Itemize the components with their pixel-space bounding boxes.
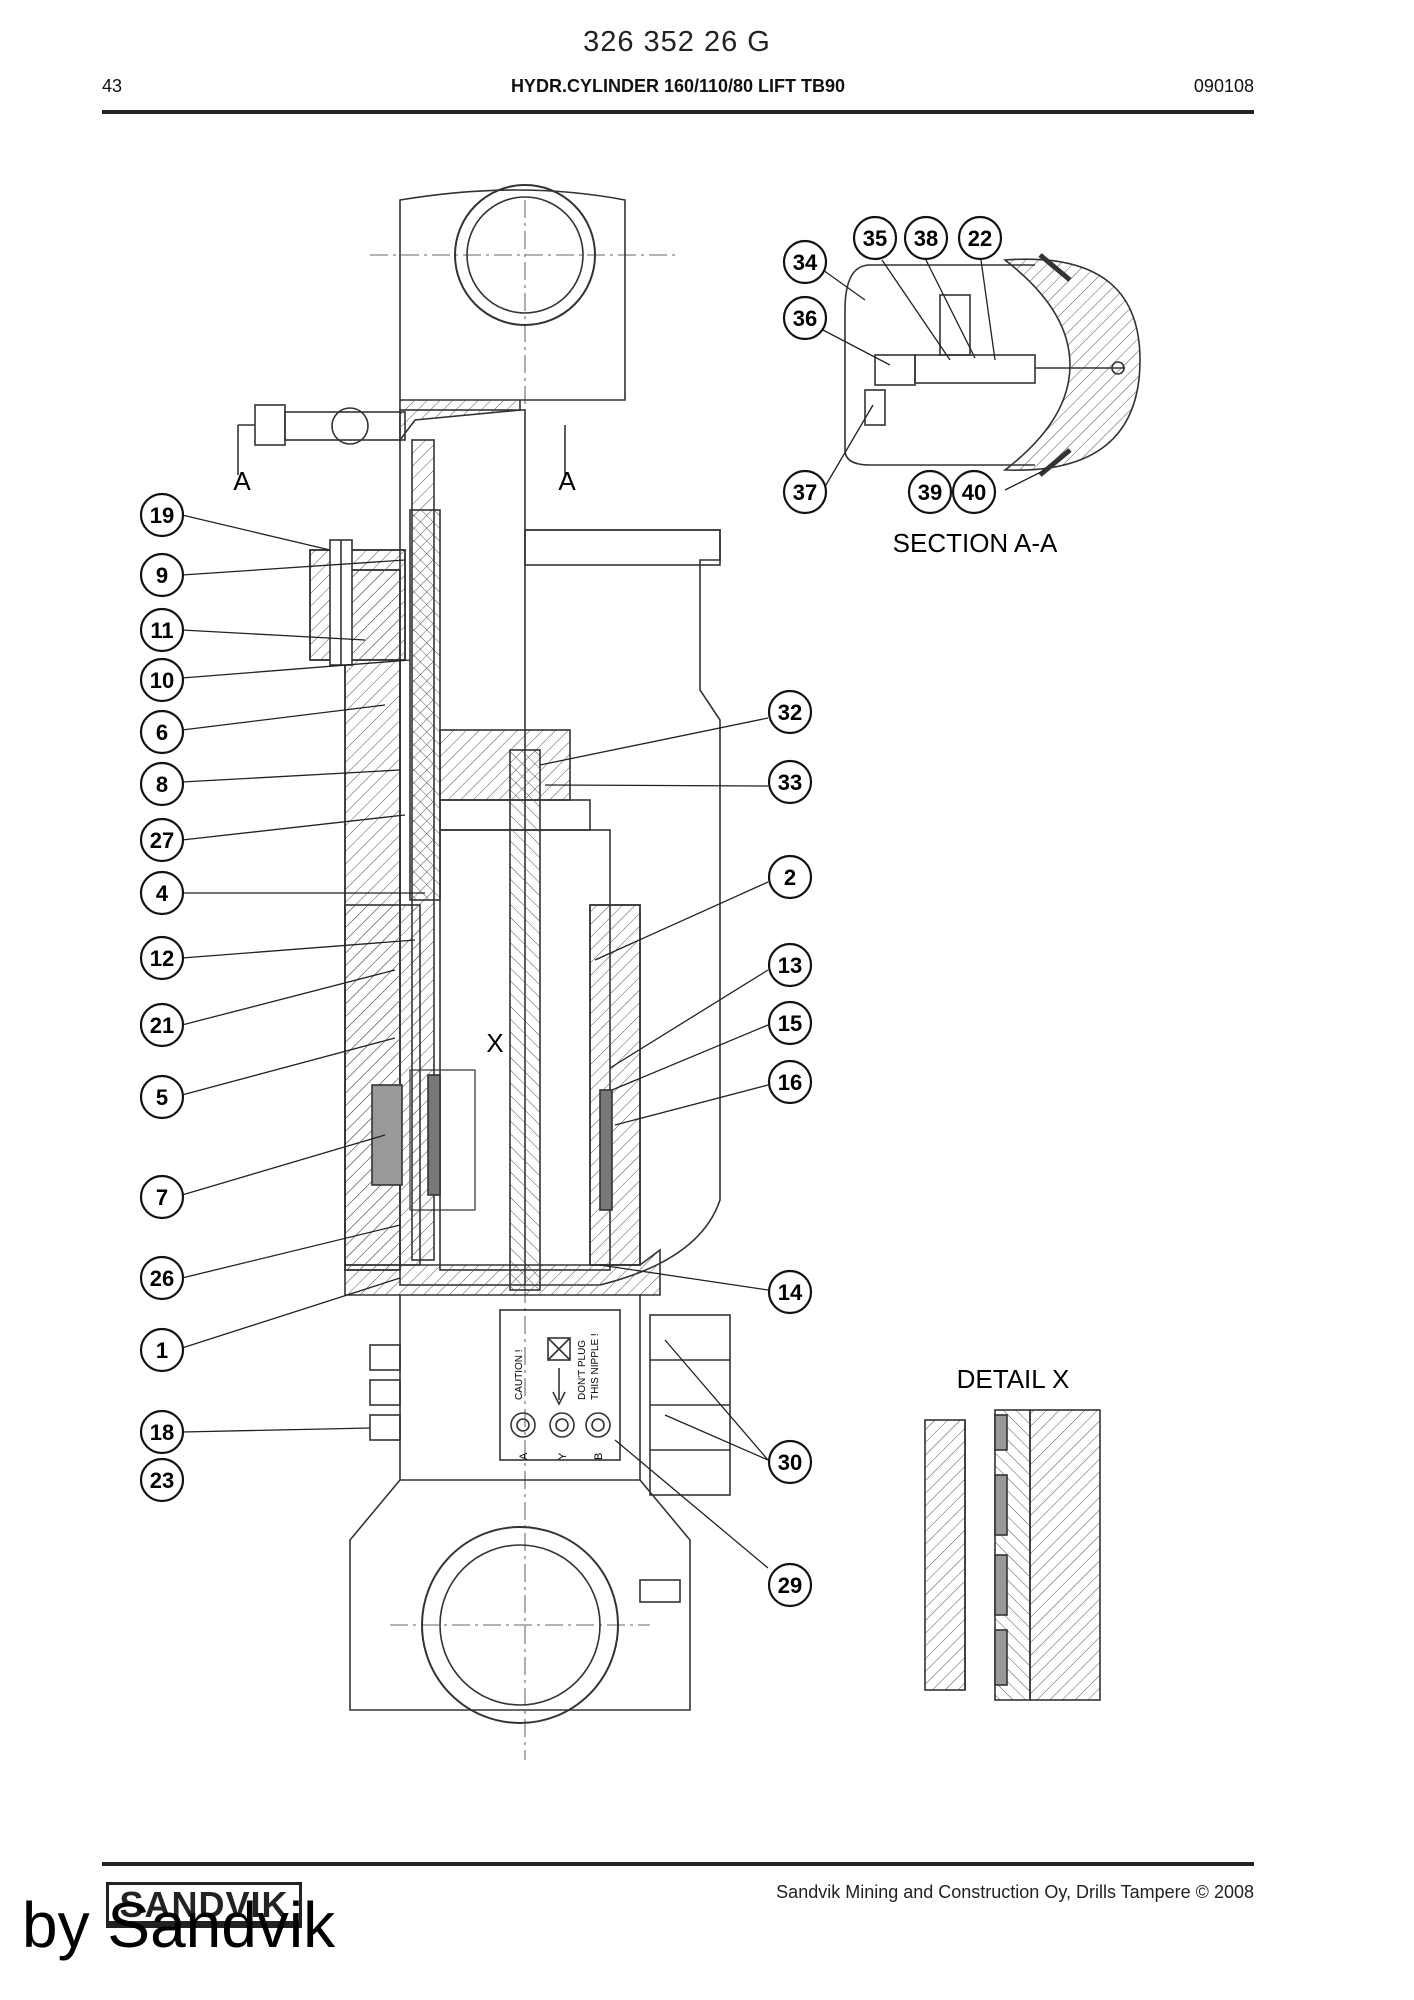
footer-rule: [102, 1862, 1254, 1866]
svg-text:6: 6: [156, 720, 168, 745]
svg-text:2: 2: [784, 865, 796, 890]
callout-9: 9: [139, 552, 185, 598]
svg-text:27: 27: [150, 828, 174, 853]
sandvik-logo-bar: [109, 1921, 299, 1925]
svg-text:7: 7: [156, 1185, 168, 1210]
svg-text:29: 29: [778, 1573, 802, 1598]
callout-18: 18: [139, 1409, 185, 1455]
callout-13: 13: [767, 942, 813, 988]
svg-text:39: 39: [918, 480, 942, 505]
svg-text:21: 21: [150, 1013, 174, 1038]
callout-7: 7: [139, 1174, 185, 1220]
callout-33: 33: [767, 759, 813, 805]
callout-12: 12: [139, 935, 185, 981]
callout-2: 2: [767, 854, 813, 900]
callout-35: 35: [852, 215, 898, 261]
footer-company: Sandvik Mining and Construction Oy, Dril…: [776, 1882, 1254, 1902]
callout-32: 32: [767, 689, 813, 735]
caution-text: CAUTION !: [514, 1349, 525, 1400]
svg-text:26: 26: [150, 1266, 174, 1291]
page-number: 43: [102, 76, 123, 96]
callout-30: 30: [767, 1439, 813, 1485]
svg-text:10: 10: [150, 668, 174, 693]
callout-39: 39: [907, 469, 953, 515]
dont-plug-line2: THIS NIPPLE !: [590, 1333, 601, 1400]
callout-15: 15: [767, 1000, 813, 1046]
callout-16: 16: [767, 1059, 813, 1105]
cylinder-assembly: [237, 184, 731, 1760]
callout-38: 38: [903, 215, 949, 261]
svg-text:14: 14: [778, 1280, 803, 1305]
callout-1: 1: [139, 1327, 185, 1373]
section-title: SECTION A-A: [893, 528, 1058, 558]
svg-text:8: 8: [156, 772, 168, 797]
watermark: by Sandvik: [22, 1889, 336, 1961]
svg-text:34: 34: [793, 250, 818, 275]
svg-text:1: 1: [156, 1338, 168, 1363]
svg-text:38: 38: [914, 226, 938, 251]
svg-text:36: 36: [793, 306, 817, 331]
svg-text:15: 15: [778, 1011, 802, 1036]
port-b-label: B: [593, 1453, 605, 1460]
callout-36: 36: [782, 295, 828, 341]
svg-text:18: 18: [150, 1420, 174, 1445]
port-a-label: A: [518, 1452, 530, 1460]
callouts: 19 9 11 10 6 8 27 4 12 21 5 7 26 1 18 23…: [139, 215, 1003, 1608]
detail-x-view: [924, 1409, 1101, 1701]
sandvik-logo-text: SANDVIK: [119, 1884, 289, 1925]
document-date: 090108: [1193, 76, 1254, 96]
svg-text:33: 33: [778, 770, 802, 795]
callout-37: 37: [782, 469, 828, 515]
svg-text:4: 4: [156, 881, 169, 906]
callout-14: 14: [767, 1269, 813, 1315]
detail-marker: X: [486, 1028, 503, 1058]
callout-11: 11: [139, 607, 185, 653]
svg-text:40: 40: [962, 480, 986, 505]
callout-21: 21: [139, 1002, 185, 1048]
svg-text:13: 13: [778, 953, 802, 978]
document-number: 326 352 26 G: [583, 26, 771, 58]
callout-19: 19: [139, 492, 185, 538]
callout-8: 8: [139, 761, 185, 807]
svg-text:12: 12: [150, 946, 174, 971]
callout-23: 23: [139, 1457, 185, 1503]
page-title: HYDR.CYLINDER 160/110/80 LIFT TB90: [510, 76, 846, 96]
svg-text:19: 19: [150, 503, 174, 528]
callout-6: 6: [139, 709, 185, 755]
leader-lines: [181, 259, 1046, 1569]
callout-29: 29: [767, 1562, 813, 1608]
callout-27: 27: [139, 817, 185, 863]
port-y-label: Y: [557, 1452, 569, 1460]
detail-title: DETAIL X: [957, 1364, 1070, 1394]
svg-text:11: 11: [150, 618, 173, 643]
svg-text:5: 5: [156, 1085, 168, 1110]
svg-text:23: 23: [150, 1468, 174, 1493]
svg-text:37: 37: [793, 480, 817, 505]
callout-40: 40: [951, 469, 997, 515]
callout-10: 10: [139, 657, 185, 703]
callout-34: 34: [782, 239, 828, 285]
svg-text:16: 16: [778, 1070, 802, 1095]
sandvik-logo: SANDVIK: [106, 1882, 302, 1928]
section-marker-right: A: [558, 466, 576, 496]
callout-5: 5: [139, 1074, 185, 1120]
header-rule: [102, 110, 1254, 114]
section-marker-left: A: [233, 466, 251, 496]
svg-text:32: 32: [778, 700, 802, 725]
svg-text:22: 22: [968, 226, 992, 251]
header-row: 43 HYDR.CYLINDER 160/110/80 LIFT TB90 09…: [102, 76, 1254, 102]
dont-plug-line1: DON'T PLUG: [577, 1340, 588, 1400]
callout-4: 4: [139, 870, 185, 916]
section-a-a-view: [844, 253, 1141, 477]
callout-22: 22: [957, 215, 1003, 261]
svg-text:9: 9: [156, 563, 168, 588]
svg-text:35: 35: [863, 226, 887, 251]
callout-26: 26: [139, 1255, 185, 1301]
svg-text:30: 30: [778, 1450, 802, 1475]
